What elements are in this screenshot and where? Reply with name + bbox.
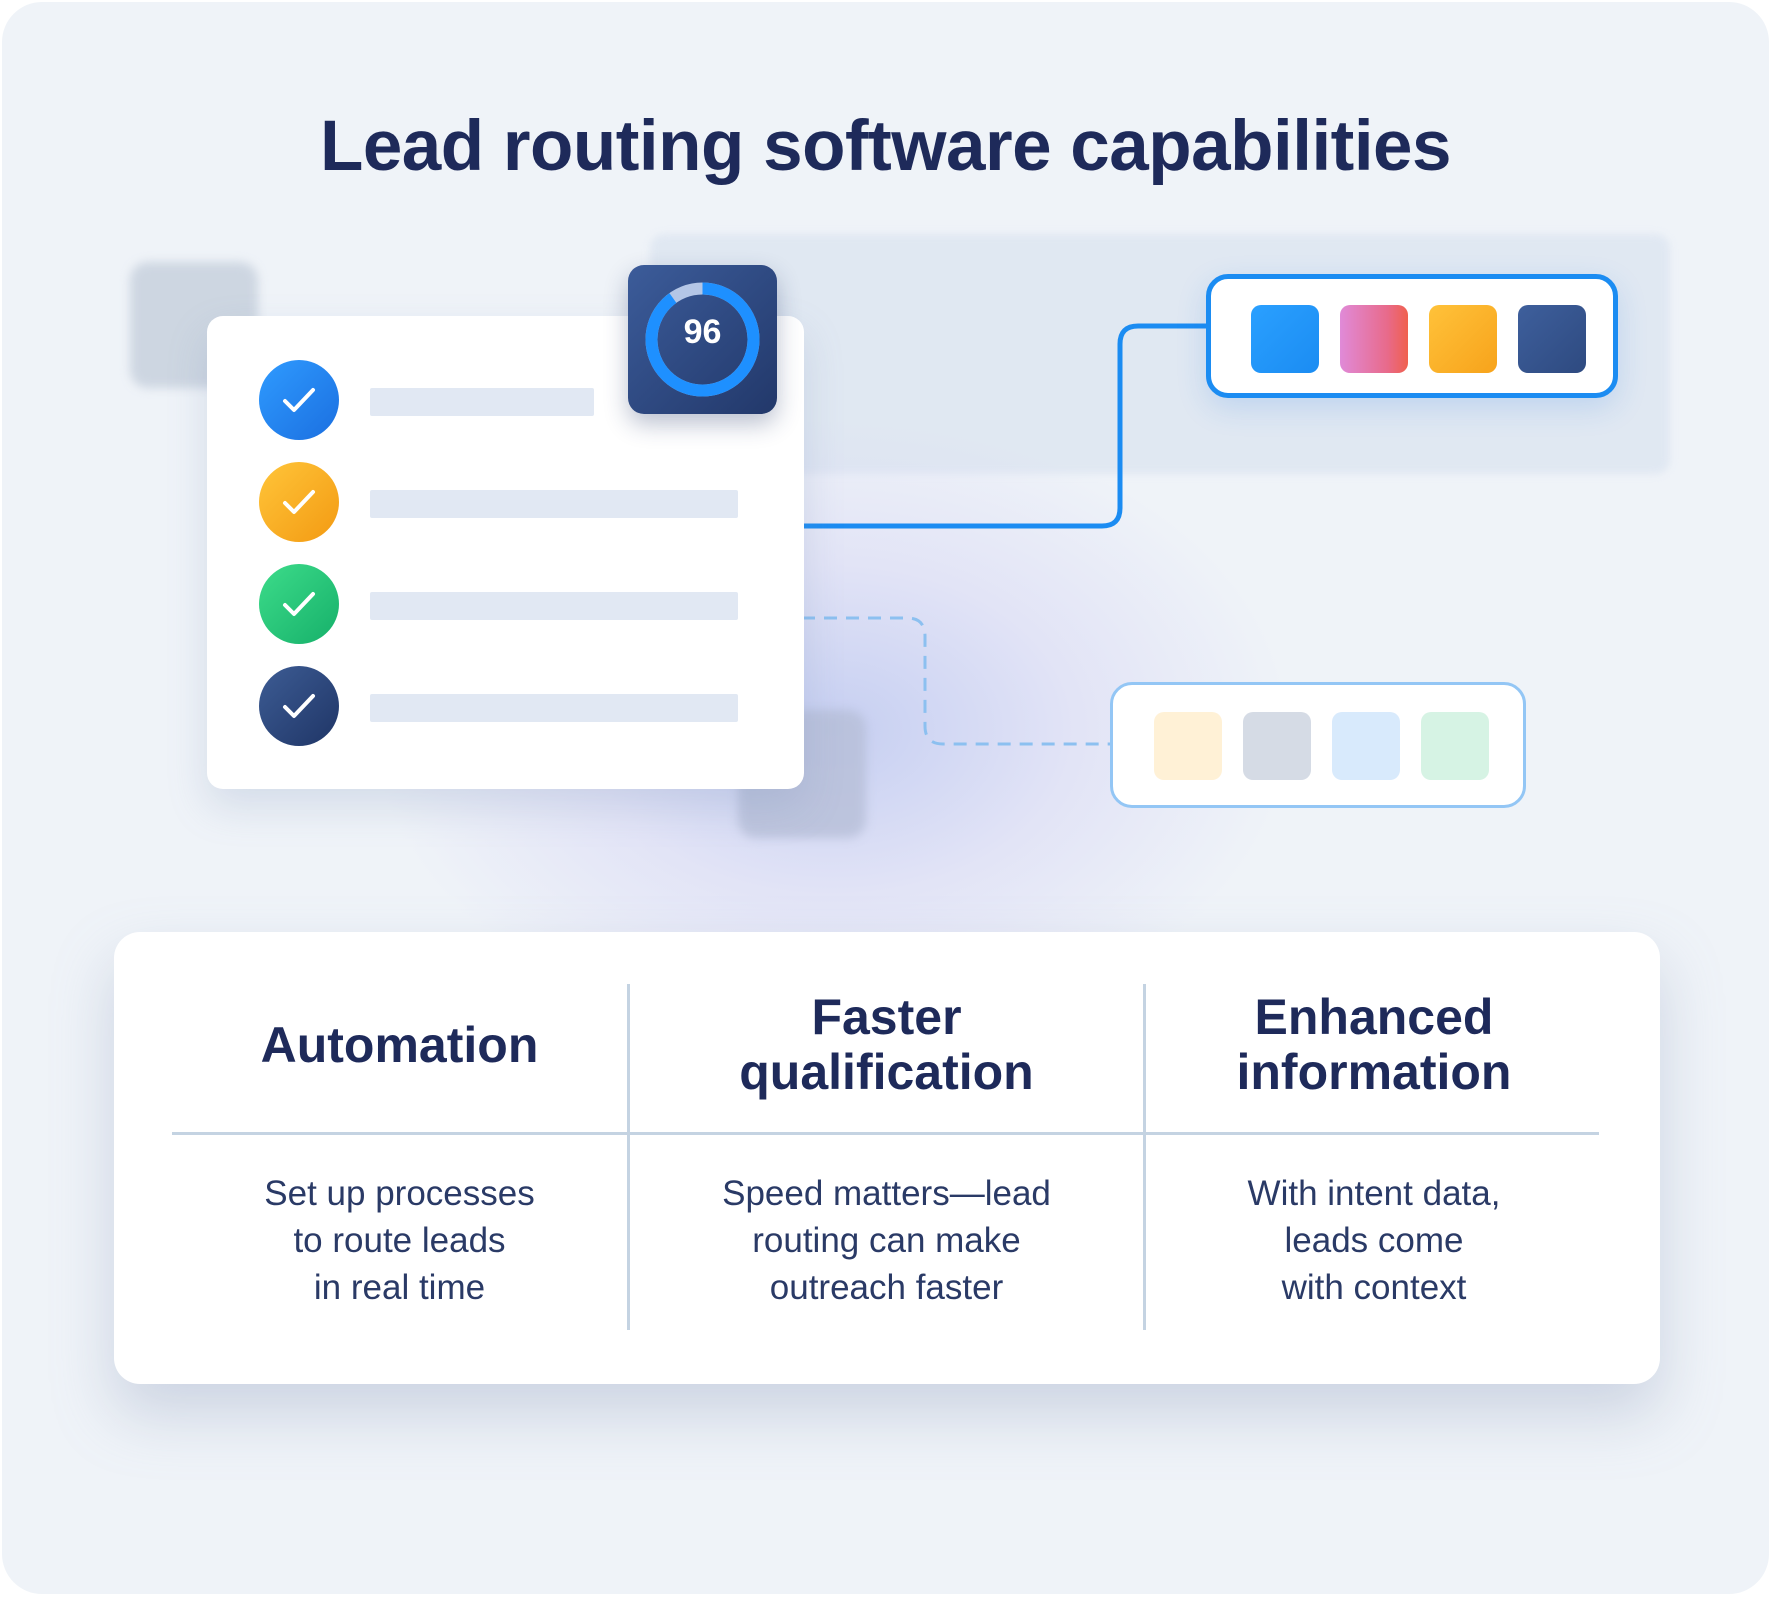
description-line: Speed matters—lead: [722, 1174, 1051, 1213]
capability-description-enhanced-information: With intent data, leads come with contex…: [1146, 1170, 1602, 1311]
capability-title-automation: Automation: [172, 1018, 627, 1073]
score-progress-arc: [645, 282, 760, 397]
title-line: information: [1236, 1044, 1512, 1100]
placeholder-text-bar: [370, 490, 738, 518]
active-connector-line: [802, 323, 1206, 529]
score-ring: [645, 282, 760, 397]
description-line: in real time: [313, 1268, 486, 1307]
score-tile: 96: [628, 265, 777, 414]
inactive-routing-destination: [1110, 682, 1526, 808]
title-line: Automation: [260, 1017, 539, 1073]
color-swatch: [1429, 305, 1497, 373]
color-swatch: [1421, 712, 1489, 780]
color-swatch: [1518, 305, 1586, 373]
check-circle-icon: [259, 360, 339, 440]
title-line: Faster: [811, 989, 962, 1045]
page-title: Lead routing software capabilities: [319, 107, 1452, 186]
placeholder-text-bar: [370, 388, 594, 416]
description-line: leads come: [1284, 1221, 1464, 1260]
checklist-row: [259, 666, 759, 746]
checklist-row: [259, 462, 759, 542]
row-divider: [172, 1132, 1599, 1135]
check-circle-icon: [259, 666, 339, 746]
checklist-row: [259, 360, 759, 440]
faded-connector-line: [802, 616, 1110, 746]
description-line: to route leads: [293, 1221, 506, 1260]
placeholder-text-bar: [370, 694, 738, 722]
placeholder-text-bar: [370, 592, 738, 620]
color-swatch: [1332, 712, 1400, 780]
color-swatch: [1340, 305, 1408, 373]
description-line: outreach faster: [769, 1268, 1004, 1307]
check-circle-icon: [259, 462, 339, 542]
capability-title-faster-qualification: Faster qualification: [630, 990, 1143, 1100]
capabilities-card: Automation Faster qualification Enhanced…: [114, 932, 1660, 1384]
active-routing-destination: [1206, 274, 1618, 398]
title-line: Enhanced: [1254, 989, 1494, 1045]
description-line: routing can make: [752, 1221, 1021, 1260]
color-swatch: [1154, 712, 1222, 780]
description-line: With intent data,: [1247, 1174, 1501, 1213]
capability-title-enhanced-information: Enhanced information: [1146, 990, 1602, 1100]
capability-description-automation: Set up processes to route leads in real …: [172, 1170, 627, 1311]
capability-description-faster-qualification: Speed matters—lead routing can make outr…: [630, 1170, 1143, 1311]
column-divider: [1143, 984, 1146, 1330]
checklist-row: [259, 564, 759, 644]
title-line: qualification: [739, 1044, 1034, 1100]
check-circle-icon: [259, 564, 339, 644]
color-swatch: [1243, 712, 1311, 780]
description-line: Set up processes: [264, 1174, 535, 1213]
score-value: 96: [683, 313, 722, 351]
column-divider: [627, 984, 630, 1330]
color-swatch: [1251, 305, 1319, 373]
description-line: with context: [1281, 1268, 1467, 1307]
checklist-card: [207, 316, 804, 789]
